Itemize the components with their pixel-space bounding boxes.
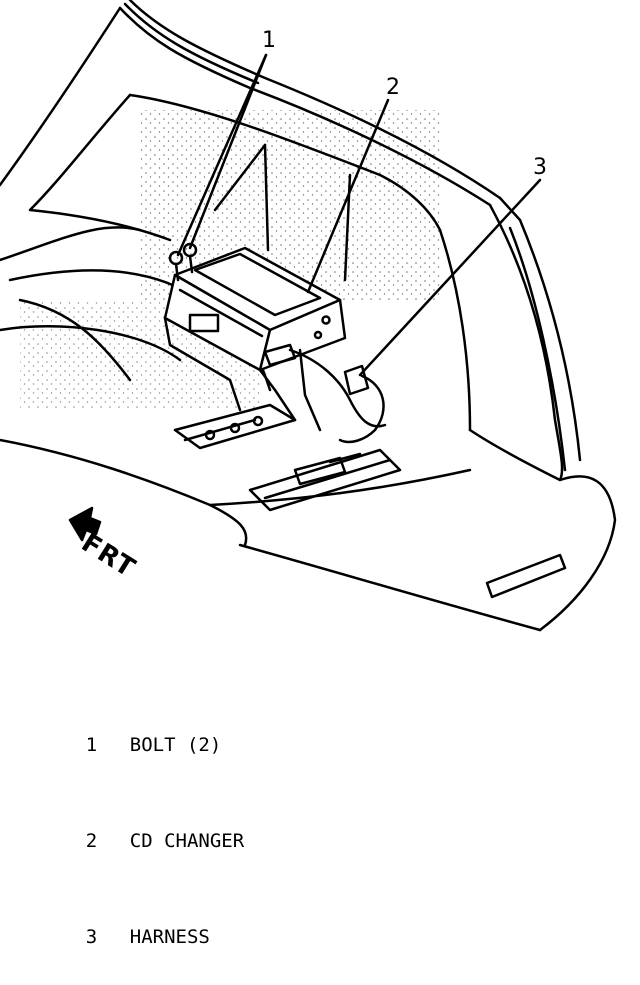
parts-legend: 1 BOLT (2) 2 CD CHANGER 3 HARNESS bbox=[40, 697, 244, 985]
legend-number: 2 bbox=[85, 830, 98, 852]
changer-mounting-bracket bbox=[163, 316, 322, 432]
front-direction-arrow bbox=[68, 506, 102, 542]
legend-text: HARNESS bbox=[129, 926, 210, 948]
right-quarter-panel bbox=[238, 196, 617, 632]
callout-1: 1 bbox=[262, 28, 276, 53]
callout-leaders bbox=[176, 53, 542, 377]
callout-2: 2 bbox=[386, 75, 400, 100]
floor-bracket-right bbox=[248, 448, 402, 512]
floor-bracket-left bbox=[173, 403, 297, 450]
legend-number: 1 bbox=[85, 734, 98, 756]
cd-changer-unit bbox=[163, 246, 347, 372]
legend-item: 1 BOLT (2) bbox=[40, 697, 244, 793]
legend-number: 3 bbox=[85, 926, 98, 948]
legend-item: 2 CD CHANGER bbox=[40, 793, 244, 889]
legend-text: BOLT (2) bbox=[129, 734, 222, 756]
wiring-harness bbox=[263, 343, 387, 444]
trunk-left-rim bbox=[0, 6, 142, 262]
callout-3: 3 bbox=[533, 155, 547, 180]
legend-item: 3 HARNESS bbox=[40, 889, 244, 985]
legend-text: CD CHANGER bbox=[129, 830, 245, 852]
trunk-cd-changer-illustration bbox=[0, 0, 617, 632]
bolts bbox=[168, 242, 198, 282]
